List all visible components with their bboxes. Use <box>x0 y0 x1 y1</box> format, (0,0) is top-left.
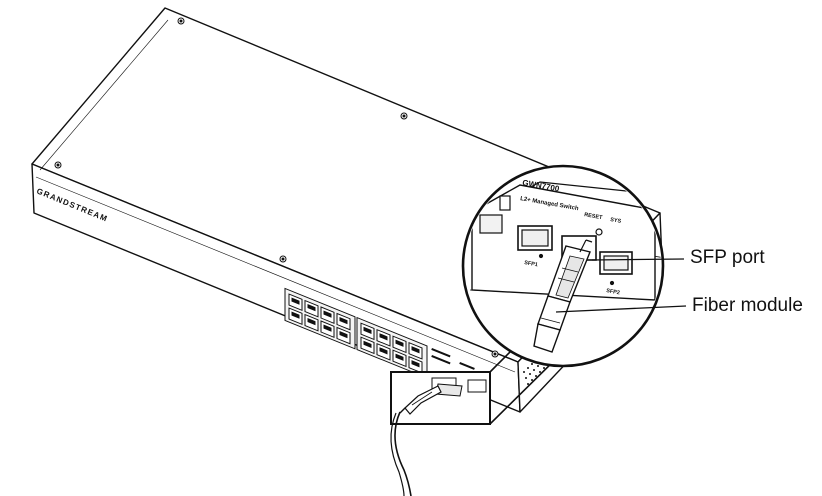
sfp2-text: SFP2 <box>606 288 621 296</box>
reset-text: RESET <box>584 212 604 221</box>
fiber-cable <box>394 411 412 496</box>
sfp-port-leader <box>591 258 685 261</box>
fiber-module-leader <box>555 305 687 313</box>
sys-text: SYS <box>610 217 622 225</box>
chassis-screws <box>54 17 499 358</box>
sfp-port-label: SFP port <box>690 247 765 268</box>
magnified-view: GWN7700 L2+ Managed Switch RESET SYS SFP… <box>461 164 665 368</box>
fiber-module-label: Fiber module <box>692 295 803 316</box>
sfp-detail-box <box>390 371 491 425</box>
front-status-leds <box>431 348 475 370</box>
callout-leaders <box>555 258 687 313</box>
ethernet-port-block-2 <box>356 316 428 379</box>
ethernet-port-block-1 <box>284 287 356 350</box>
sfp1-text: SFP1 <box>524 260 539 268</box>
